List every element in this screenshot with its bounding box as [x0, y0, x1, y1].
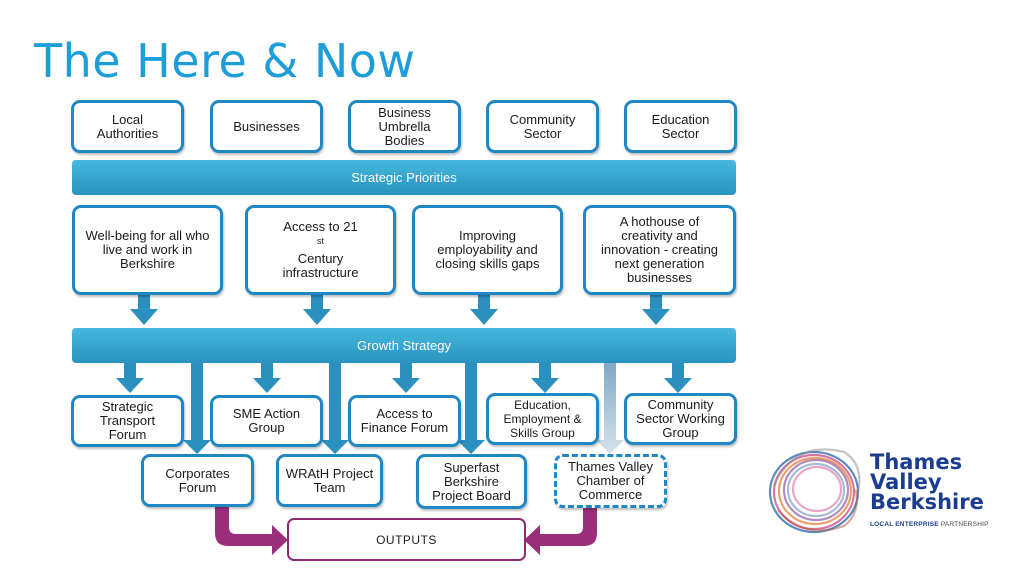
outputs-box: OUTPUTS: [287, 518, 526, 561]
growth-strategy-band: Growth Strategy: [72, 328, 736, 363]
tvb-lep-logo: [768, 448, 861, 534]
strategic-priorities-band: Strategic Priorities: [72, 160, 736, 195]
group-education-employment-skills: Education,Employment &Skills Group: [486, 393, 599, 445]
page-title: The Here & Now: [34, 34, 416, 88]
logo-wordmark: Thames Valley Berkshire: [870, 450, 984, 514]
logo-tagline: LOCAL ENTERPRISE PARTNERSHIP: [870, 521, 989, 528]
stakeholder-businesses: Businesses: [210, 100, 323, 153]
